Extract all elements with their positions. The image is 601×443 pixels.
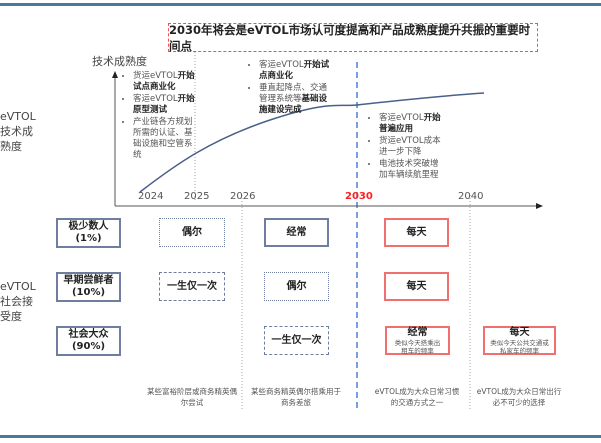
group-early-few: 极少数人(1%) [56, 218, 121, 248]
cell-2025-adopters: 一生仅一次 [159, 272, 225, 301]
bullet: 货运eVTOL开始试点商业化 [133, 71, 199, 93]
bullet: 客运eVTOL开始试点商业化 [259, 60, 330, 82]
cell-2030-few: 每天 [384, 218, 449, 247]
label-line: eVTOL [0, 280, 36, 293]
bullet: 货运eVTOL成本进一步下降 [379, 136, 445, 158]
cell-2030-public: 经常类似今天搭乘出租车的频率 [385, 326, 450, 355]
bullet: 客运eVTOL开始原型测试 [133, 94, 199, 116]
year-label: 2026 [230, 191, 256, 202]
year-label: 2040 [458, 191, 484, 202]
group-general-public: 社会大众(90%) [56, 326, 121, 356]
group-early-adopters: 早期尝鲜者(10%) [56, 272, 121, 302]
cell-2026-public: 一生仅一次 [264, 326, 329, 355]
milestones-2030: 客运eVTOL开始普遍应用 货运eVTOL成本进一步下降 电池技术突破增加车辆续… [365, 113, 445, 182]
tech-maturity-side-label: eVTOL 技术成 熟度 [0, 109, 36, 154]
milestones-2026: 客运eVTOL开始试点商业化 垂直起降点、交通管理系统等基础设施建设完成 [245, 60, 330, 117]
year-label-highlight: 2030 [345, 191, 373, 202]
headline-box: 2030年将会是eVTOL市场认可度提高和产品成熟度提升共振的重要时间点 [168, 23, 538, 53]
x-axis-arrow [536, 203, 543, 209]
bullet: 客运eVTOL开始普遍应用 [379, 113, 445, 135]
year-label: 2025 [184, 191, 210, 202]
y-axis-arrow [112, 71, 118, 78]
milestones-2025: 货运eVTOL开始试点商业化 客运eVTOL开始原型测试 产业链各方规划所需的认… [119, 71, 199, 162]
cell-2025-few: 偶尔 [159, 218, 225, 247]
label-line: 技术成 [0, 125, 33, 138]
social-acceptance-side-label: eVTOL 社会接 受度 [0, 279, 36, 324]
maturity-curve [139, 92, 485, 193]
caption-2025: 某些富裕阶层或商务精英偶尔尝试 [147, 387, 237, 407]
y-axis-label: 技术成熟度 [92, 55, 147, 68]
bullet: 电池技术突破增加车辆续航里程 [379, 159, 445, 181]
cell-2040-public: 每天类似今天公共交通或私家车的频率 [483, 326, 556, 355]
cell-2026-few: 经常 [264, 218, 329, 247]
label-line: eVTOL [0, 110, 36, 123]
cell-2026-adopters: 偶尔 [264, 272, 329, 301]
year-label: 2024 [138, 191, 164, 202]
bullet: 产业链各方规划所需的认证、基础设施和空管系统 [133, 117, 199, 161]
bottom-rule [0, 435, 601, 438]
label-line: 熟度 [0, 140, 22, 153]
label-line: 社会接 [0, 295, 33, 308]
bullet: 垂直起降点、交通管理系统等基础设施建设完成 [259, 83, 330, 116]
caption-2040: eVTOL成为大众日常出行必不可少的选择 [476, 387, 562, 407]
caption-2026: 某些商务精英偶尔搭乘用于商务差旅 [251, 387, 341, 407]
label-line: 受度 [0, 310, 22, 323]
cell-2030-adopters: 每天 [384, 272, 449, 301]
caption-2030: eVTOL成为大众日常习惯的交通方式之一 [374, 387, 460, 407]
top-rule [0, 3, 601, 6]
